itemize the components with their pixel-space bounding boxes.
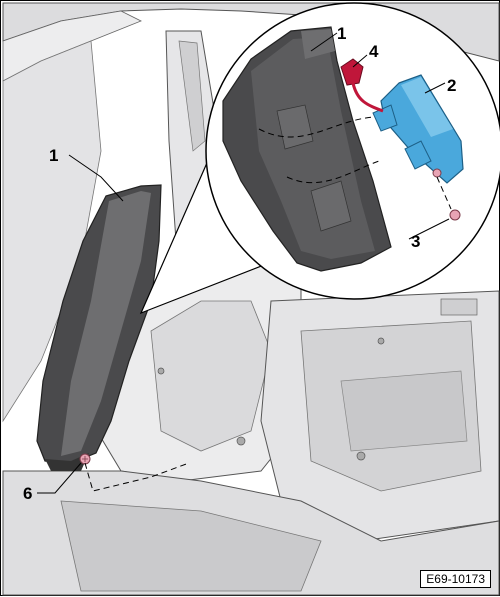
callout-3: 3 <box>411 232 420 251</box>
screw-icon <box>449 209 461 221</box>
mounting-line <box>84 462 190 492</box>
figure-reference-code: E69-10173 <box>420 570 491 588</box>
control-module-icon <box>372 74 464 184</box>
callout-1-main: 1 <box>49 146 58 165</box>
callout-6: 6 <box>23 484 32 503</box>
callout-2: 2 <box>447 76 456 95</box>
screw-icon <box>432 168 442 178</box>
assembly-lines <box>258 116 452 210</box>
leader-lines <box>37 32 450 494</box>
detail-callout <box>139 2 500 315</box>
connector-icon <box>340 58 384 113</box>
callout-4: 4 <box>369 42 379 61</box>
callout-labels: 1 1 2 3 4 6 <box>23 24 456 503</box>
screw-icon <box>79 453 91 465</box>
callout-1-detail: 1 <box>337 24 346 43</box>
